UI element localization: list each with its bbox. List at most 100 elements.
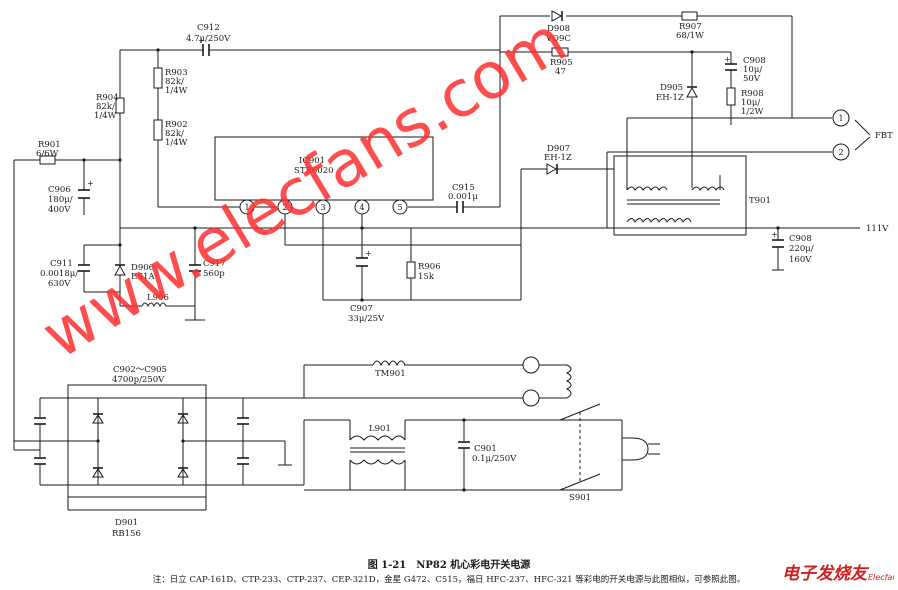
inductor-l901: L901 [349,424,406,465]
r906-value: 15k [418,272,435,282]
d906-value: ES1A [131,272,155,282]
r905-label: R905 [550,58,573,68]
r904-label: R904 [96,93,119,103]
logo-sub-text: Elecfans.com [868,573,894,582]
c907-label: C907 [350,304,373,314]
ic-pin-4 [354,199,370,215]
r904-value2: 1/4W [94,111,117,121]
c908b-value1: 220μ/ [789,244,814,254]
ic-pin-2 [277,199,293,215]
c911-value1: 0.0018μ/ [40,269,78,279]
c901-label: C901 [474,444,497,454]
svg-text:+: + [87,179,94,188]
capacitor-c907: + C907 33μ/25V [348,249,385,324]
r906-label: R906 [418,262,441,272]
r902-value1: 82k/ [165,129,184,139]
d906-label: D906 [131,263,154,273]
d905-label: D905 [660,83,683,93]
d907-label: D907 [547,144,570,154]
c906-value1: 180μ/ [48,195,73,205]
c911-value2: 630V [48,279,71,289]
thermistor-tm901: TM901 [372,360,406,379]
resistor-r903: R903 82k/ 1/4W [153,67,188,96]
r901-label: R901 [38,140,61,150]
r907-value: 68/1W [676,31,704,41]
svg-text:+: + [724,55,731,64]
c902-value: 4700p/250V [112,375,165,385]
capacitor-c901: C901 0.1μ/250V [458,441,517,464]
d908-value: VO9C [545,34,571,44]
c908a-label: C908 [743,56,766,66]
capacitor-c912: + C912 4.7μ/250V [186,23,231,56]
ic-pin-5 [392,199,408,215]
resistor-r904: R904 82k/ 1/4W [94,93,125,121]
capacitor-c906: + C906 180μ/ 400V [48,179,94,215]
ic-pin-5-label: 5 [397,203,402,212]
svg-text:+: + [365,249,372,258]
ic-pin-1-label: 1 [244,203,249,212]
r902-value2: 1/4W [165,138,188,148]
r908-label: R908 [741,89,764,99]
resistor-r908: R908 10μ/ 1/2W [726,87,764,117]
ic-pin-3 [315,199,331,215]
diode-d905: D905 EH-1Z [656,83,698,103]
capacitor-c917: C917 560p [189,259,226,279]
r903-value1: 82k/ [165,77,184,87]
fbt-pin-2 [832,143,850,161]
fbt-terminals: 1 2 FBT [832,109,893,161]
degauss-coil [522,356,572,407]
svg-text:+: + [198,36,205,45]
c906-label: C906 [48,185,71,195]
svg-text:+: + [771,230,778,239]
c912-value: 4.7μ/250V [186,34,231,44]
c907-value: 33μ/25V [348,314,385,324]
d907-value: EH-1Z [544,153,572,163]
d901-label: D901 [115,518,138,528]
resistor-r902: R902 82k/ 1/4W [153,119,188,148]
resistor-r907: R907 68/1W [676,11,704,41]
diode-d908: D908 VO9C [545,10,571,44]
r903-value2: 1/4W [165,86,188,96]
l901-label: L901 [369,424,391,434]
top-wiring [13,15,860,451]
d908-label: D908 [547,24,570,34]
c906-value2: 400V [48,205,71,215]
resistor-r901: R901 6/6W [36,140,61,165]
s901-label: S901 [569,493,591,503]
inductor-l906: L906 [141,293,169,308]
ic-pin-3-label: 3 [320,203,325,212]
c912-label: C912 [197,23,220,33]
r905-value: 47 [555,67,566,77]
d905-value: EH-1Z [656,93,684,103]
capacitors-c902-c905: C902～C905 4700p/250V [34,365,249,465]
l906-label: L906 [147,293,169,303]
c908b-value2: 160V [789,255,812,265]
fbt-pin-1-label: 1 [838,114,843,123]
fbt-label: FBT [875,131,893,141]
voltage-111v-label: 111V [866,224,889,234]
ic-pin-2-label: 2 [282,203,287,212]
figure-caption-note: 注：日立 CAP-161D、CTP-233、CTP-237、CEP-321D，金… [152,575,746,585]
r908-value1: 10μ/ [741,98,760,108]
transformer-t901: T901 [613,155,771,236]
watermark-text: www.elecfans.com [30,3,579,373]
ic-pin-4-label: 4 [359,203,364,212]
switch-s901: S901 [559,403,601,503]
c917-value: 560p [203,269,225,279]
site-logo: 电子发烧友 Elecfans.com [782,564,894,584]
r902-label: R902 [165,120,188,130]
diode-d907: D907 EH-1Z [544,144,572,175]
resistor-r906: R906 15k [406,261,441,282]
tm901-label: TM901 [375,369,406,379]
ic-pin-1 [239,199,255,215]
r904-value1: 82k/ [96,102,115,112]
r903-label: R903 [165,68,188,78]
capacitor-c908-bottom: + C908 220μ/ 160V [771,230,814,271]
r908-value2: 1/2W [741,107,764,117]
c911-label: C911 [50,259,73,269]
r907-label: R907 [679,22,702,32]
capacitor-c911: C911 0.0018μ/ 630V [40,259,90,289]
figure-caption-title: 图 1-21 NP82 机心彩电开关电源 [367,560,531,571]
resistor-r905: R905 47 [550,47,573,77]
